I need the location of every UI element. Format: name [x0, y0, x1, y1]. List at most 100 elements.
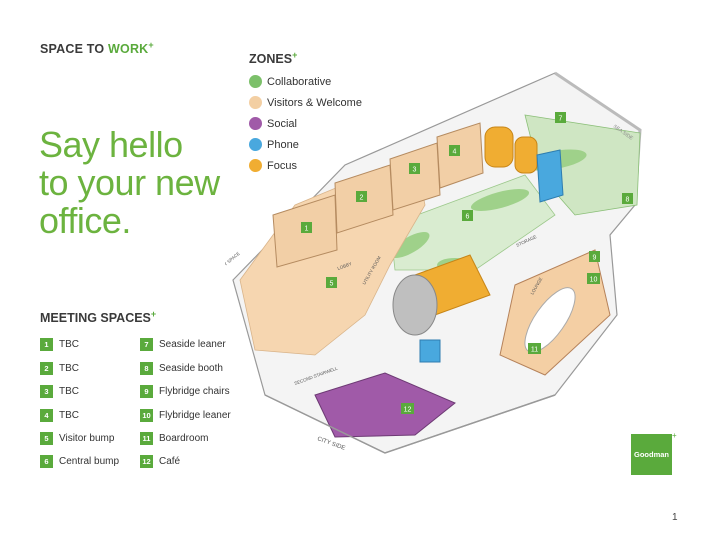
brand-accent: WORK	[108, 42, 149, 57]
marker-8[interactable]: 8	[622, 193, 633, 204]
meeting-space-number: 7	[140, 338, 153, 352]
meeting-space-number: 1	[40, 338, 53, 352]
zone-item: Collaborative	[249, 71, 362, 92]
marker-12[interactable]: 12	[401, 403, 414, 414]
room-3	[389, 142, 441, 211]
meeting-space-label: Seaside leaner	[159, 339, 226, 351]
svg-text:1: 1	[305, 226, 309, 233]
meeting-space-number: 11	[140, 431, 153, 445]
meeting-space-item: 7 Seaside leaner	[140, 333, 231, 356]
meeting-space-label: Café	[159, 456, 181, 468]
marker-7[interactable]: 7	[555, 112, 566, 123]
page-number: 1	[672, 512, 678, 523]
zone-focus-pod	[514, 136, 538, 174]
marker-9[interactable]: 9	[589, 251, 600, 262]
meeting-space-label: Central bump	[59, 456, 120, 468]
zone-social-cafe	[314, 372, 456, 438]
meeting-space-number: 9	[140, 385, 153, 399]
meeting-space-label: Flybridge leaner	[159, 409, 231, 421]
meeting-space-item: 5 Visitor bump	[40, 427, 119, 450]
zone-label: Social	[267, 117, 297, 130]
svg-text:11: 11	[531, 347, 538, 354]
marker-3[interactable]: 3	[409, 163, 420, 174]
meeting-space-number: 4	[40, 408, 53, 422]
zone-label: Visitors & Welcome	[267, 96, 362, 109]
headline-line-1: Say hello	[39, 124, 183, 165]
svg-text:5: 5	[330, 281, 334, 288]
svg-text:2: 2	[360, 195, 364, 202]
meeting-space-label: Boardroom	[159, 432, 209, 444]
marker-5[interactable]: 5	[326, 277, 337, 288]
svg-text:6: 6	[466, 214, 470, 221]
svg-text:7: 7	[559, 116, 563, 123]
meeting-space-label: TBC	[59, 409, 79, 421]
meeting-space-label: TBC	[59, 339, 79, 351]
meeting-space-label: Visitor bump	[59, 432, 115, 444]
svg-text:10: 10	[590, 277, 598, 284]
headline: Say hello to your new office.	[39, 126, 220, 240]
meeting-space-label: Seaside booth	[159, 362, 223, 374]
zone-item: Focus	[249, 155, 362, 176]
svg-text:8: 8	[626, 197, 630, 204]
marker-6[interactable]: 6	[462, 210, 473, 221]
meeting-space-item: 2 TBC	[40, 357, 119, 380]
plan-label-utility-space: UTILITY SPACE	[225, 251, 241, 276]
zone-color-dot	[249, 75, 262, 89]
plan-label-city-side: CITY SIDE	[316, 436, 346, 452]
meeting-space-label: TBC	[59, 386, 79, 398]
meeting-space-number: 3	[40, 385, 53, 399]
zone-color-dot	[249, 138, 262, 152]
meeting-space-number: 10	[140, 408, 153, 422]
zone-color-dot	[249, 96, 262, 110]
office-floor-plan: 1 2 3 4 5 6 7 8 9 10 11 12 SEA SIDE CITY…	[225, 71, 642, 454]
collab-blob	[470, 189, 530, 211]
brand-prefix: SPACE TO	[40, 42, 109, 57]
zone-phone-booth	[536, 149, 564, 203]
headline-line-2: to your new	[39, 162, 220, 203]
meeting-space-item: 1 TBC	[40, 333, 119, 356]
zone-item: Social	[249, 113, 362, 134]
utility-room	[392, 274, 438, 336]
zone-focus-pod	[484, 126, 514, 168]
goodman-logo: Goodman	[631, 434, 672, 475]
marker-11[interactable]: 11	[528, 343, 541, 354]
meeting-space-number: 8	[140, 361, 153, 375]
meeting-space-item: 4 TBC	[40, 403, 119, 426]
city-side-wall	[264, 394, 556, 454]
meeting-space-number: 5	[40, 431, 53, 445]
marker-10[interactable]: 10	[587, 273, 600, 284]
svg-text:9: 9	[593, 255, 597, 262]
marker-4[interactable]: 4	[449, 145, 460, 156]
zone-color-dot	[249, 159, 262, 173]
marker-2[interactable]: 2	[356, 191, 367, 202]
zone-label: Phone	[267, 138, 299, 151]
meeting-space-item: 9 Flybridge chairs	[140, 380, 231, 403]
phone-pod-center	[419, 339, 441, 363]
meeting-space-number: 2	[40, 361, 53, 375]
collab-blob	[390, 232, 430, 258]
brand-plus: +	[148, 40, 154, 50]
brand-title: SPACE TO WORK+	[40, 40, 154, 56]
svg-text:12: 12	[404, 407, 412, 414]
meeting-space-label: TBC	[59, 362, 79, 374]
svg-text:4: 4	[453, 149, 457, 156]
meeting-space-label: Flybridge chairs	[159, 386, 230, 398]
zone-color-dot	[249, 117, 262, 131]
meeting-space-item: 10 Flybridge leaner	[140, 403, 231, 426]
zone-label: Collaborative	[267, 75, 332, 88]
zone-item: Visitors & Welcome	[249, 92, 362, 113]
meeting-space-item: 3 TBC	[40, 380, 119, 403]
meeting-space-item: 8 Seaside booth	[140, 357, 231, 380]
zone-label: Focus	[267, 159, 297, 172]
headline-line-3: office.	[39, 200, 131, 241]
logo-plus: +	[672, 431, 677, 440]
marker-1[interactable]: 1	[301, 222, 312, 233]
zone-item: Phone	[249, 134, 362, 155]
